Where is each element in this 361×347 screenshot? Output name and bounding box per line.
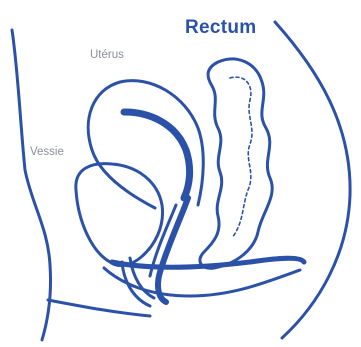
rectum-inner-wall (230, 77, 252, 238)
sacrum-back-wall-outline (275, 22, 350, 338)
abdominal-wall-outline (12, 30, 51, 340)
perineum-band (112, 258, 304, 267)
bladder-outline (76, 164, 163, 266)
uterine-cavity (124, 112, 190, 198)
rectum-outline (200, 59, 272, 268)
lower-body-outline (48, 300, 150, 316)
rectum-label: Rectum (185, 18, 256, 37)
bladder-label: Vessie (30, 147, 64, 159)
uterus-label: Utérus (90, 50, 124, 62)
